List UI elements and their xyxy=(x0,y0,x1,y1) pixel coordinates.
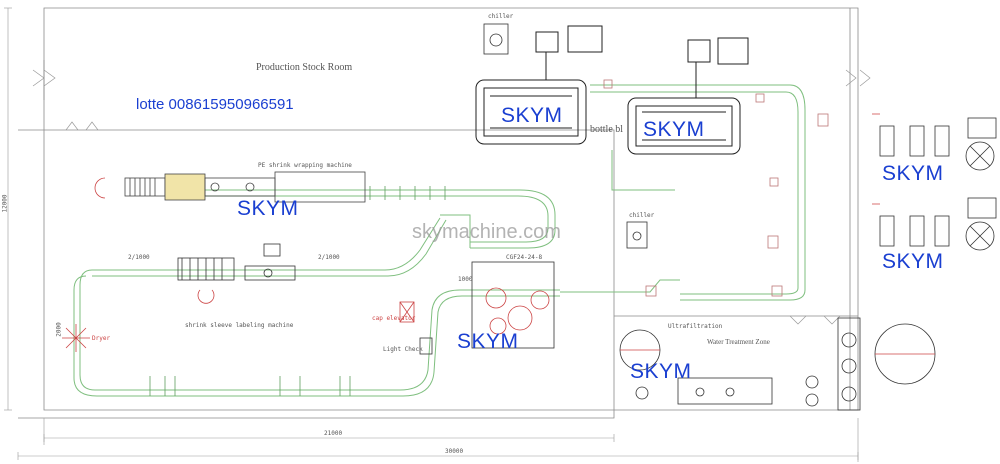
brand-label: SKYM xyxy=(882,250,944,273)
filler-label: CGF24-24-8 xyxy=(506,254,543,261)
brand-label: SKYM xyxy=(237,197,299,220)
dryer-unit xyxy=(62,324,90,352)
dimension-label: 21000 xyxy=(324,430,343,437)
brand-label: SKYM xyxy=(630,360,692,383)
conveyor-ticks xyxy=(149,186,446,396)
ro-unit-label: Ultrafiltration xyxy=(668,323,723,330)
pe-wrapper-label: PE shrink wrapping machine xyxy=(258,162,352,169)
chiller-units xyxy=(483,23,648,249)
blow-molder-2 xyxy=(627,37,749,155)
brand-label: SKYM xyxy=(501,104,563,127)
outside-equipment xyxy=(872,113,997,251)
dimension-label: 12000 xyxy=(1,194,9,213)
building-walls xyxy=(18,7,859,419)
dimension-label: 1000 xyxy=(458,276,473,283)
brand-label: SKYM xyxy=(882,162,944,185)
pe-wrapper-machine xyxy=(94,171,366,203)
conveyor-valves xyxy=(603,79,829,297)
cap-elevator-label: cap elevator xyxy=(372,315,416,322)
chiller-label: chiller xyxy=(629,212,655,219)
sleeve-labeler-label: shrink sleeve labeling machine xyxy=(185,322,294,329)
sleeve-labeler-machine xyxy=(177,243,296,304)
watermark-text: skymachine.com xyxy=(412,221,561,243)
light-check-label: Light Check xyxy=(383,346,423,353)
dimension-label: 2000 xyxy=(55,322,63,337)
conveyor-lines xyxy=(73,84,806,397)
blow-molder-1 xyxy=(475,25,603,145)
chiller-label: chiller xyxy=(488,13,514,20)
dimension-label: 30000 xyxy=(445,448,464,455)
brand-label: SKYM xyxy=(643,118,705,141)
dimension-lines xyxy=(4,7,859,462)
room-label-bottle-blow: bottle bl xyxy=(590,124,624,135)
brand-label: SKYM xyxy=(457,330,519,353)
dimension-label: 2/1000 xyxy=(128,254,150,261)
contact-text: lotte 008615950966591 xyxy=(136,96,294,113)
room-label-water-treatment: Water Treatment Zone xyxy=(707,338,770,346)
room-label-production-stock: Production Stock Room xyxy=(256,62,353,73)
dimension-label: 2/1000 xyxy=(318,254,340,261)
water-treatment-equipment xyxy=(619,317,936,411)
dryer-label: Dryer xyxy=(92,335,111,342)
door-marks xyxy=(32,69,871,325)
filler-machine xyxy=(399,261,555,355)
